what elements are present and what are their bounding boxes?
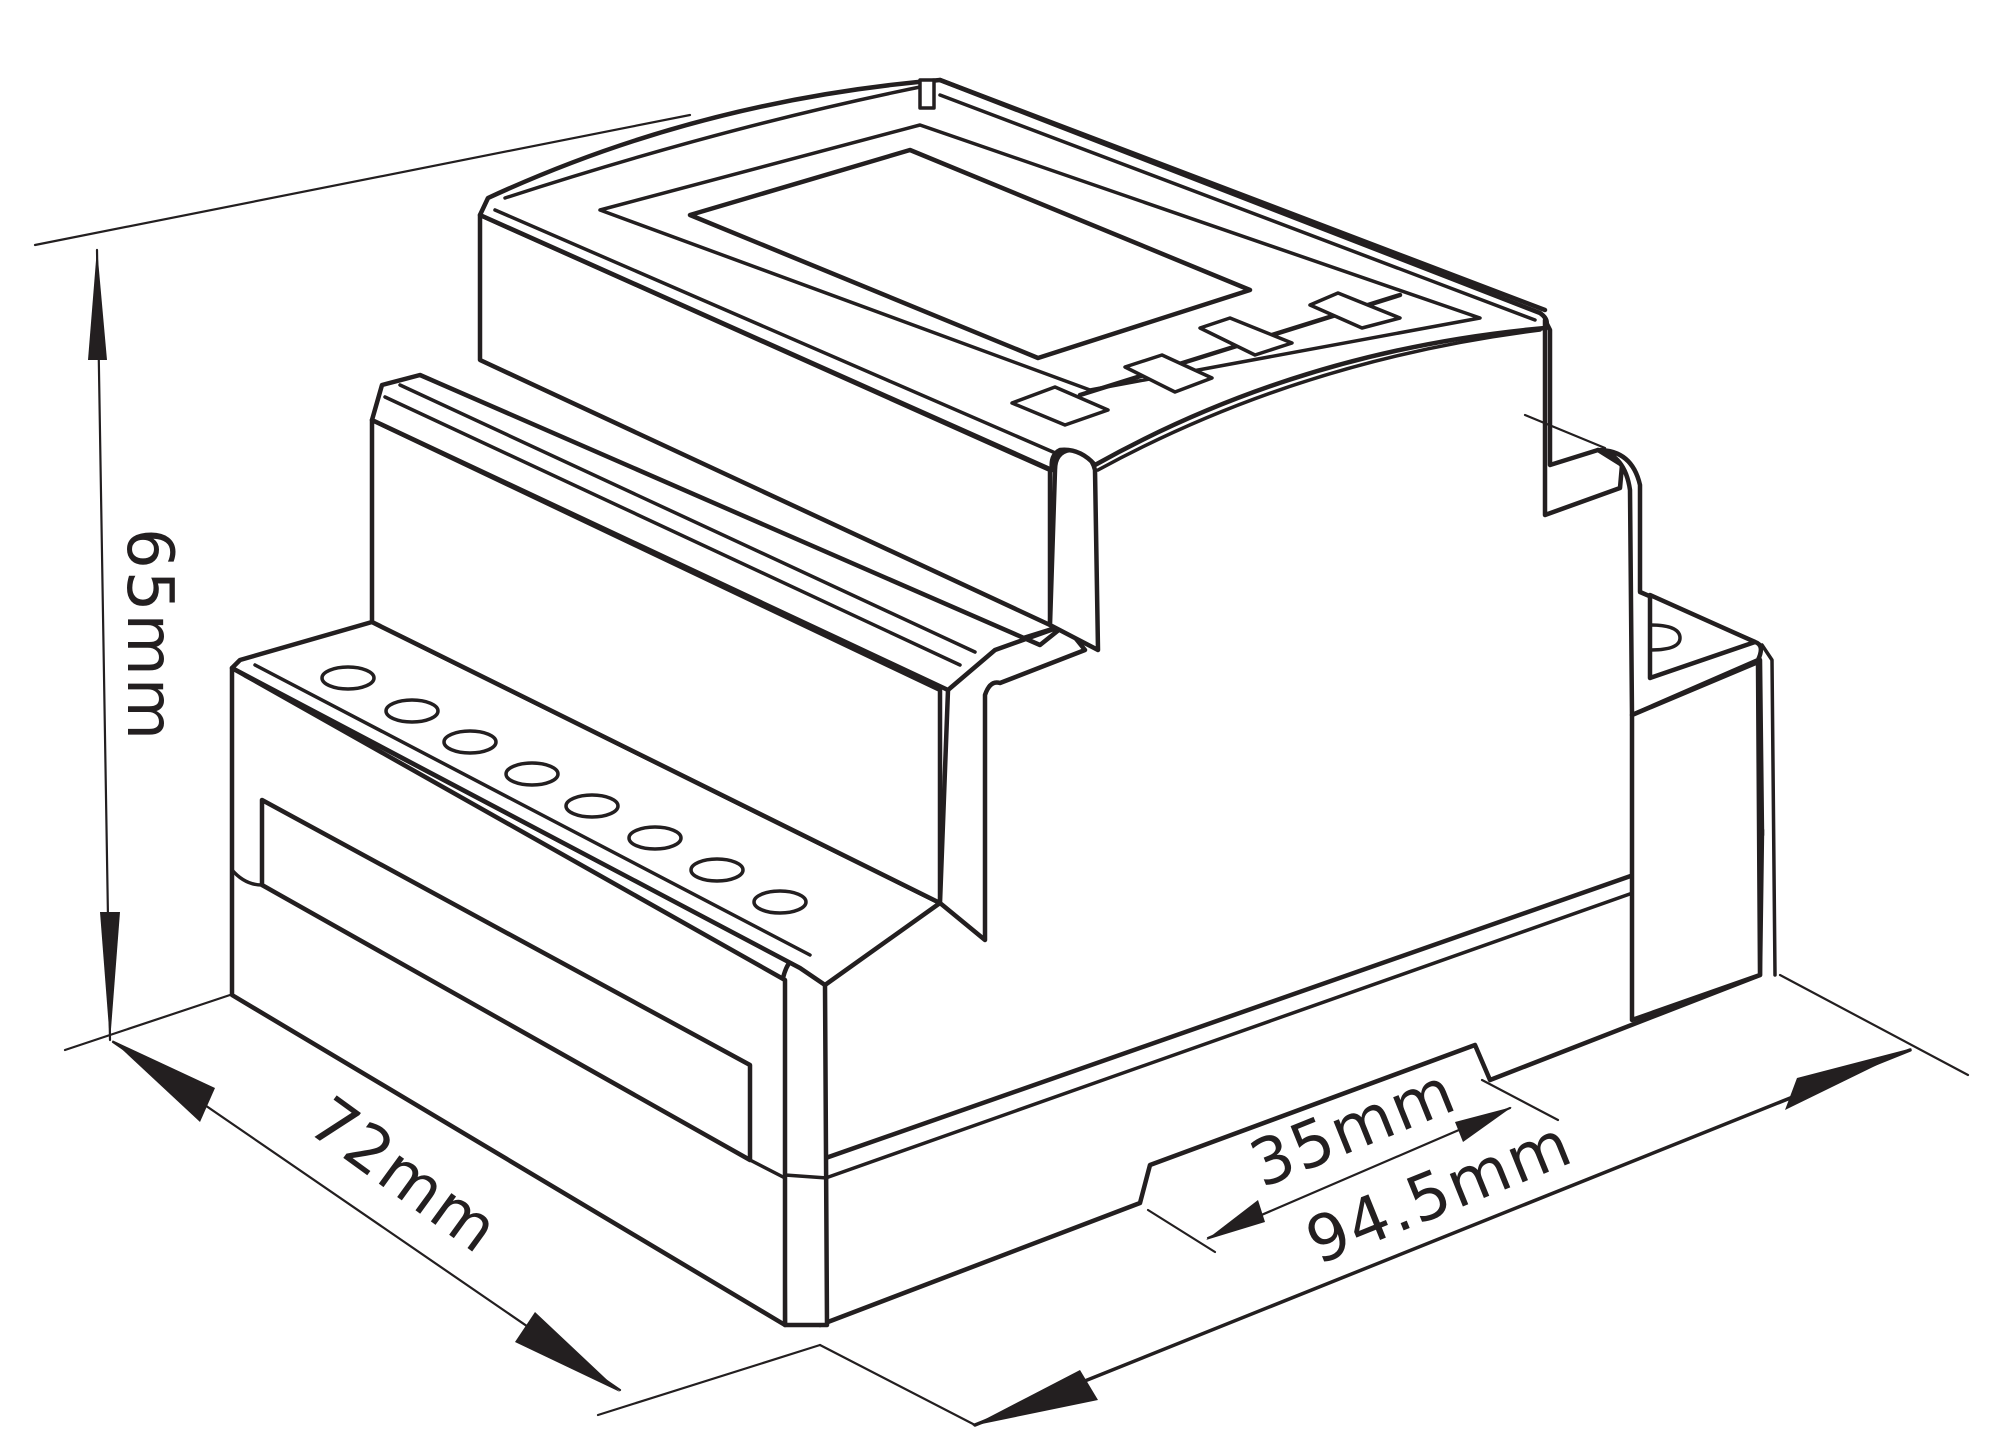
height-dimension-line: [95, 248, 112, 1042]
arrow-right-icon: [1785, 1048, 1912, 1110]
middle-step-rail-2: [398, 383, 977, 654]
top-face-front-curve: [1096, 328, 1542, 472]
arrow-right-icon: [515, 1312, 620, 1392]
front-corner-post: [780, 952, 830, 1328]
terminal-screws: [320, 665, 808, 915]
display-screen: [687, 147, 1253, 361]
rail-extension-left: [1146, 1208, 1217, 1254]
right-side-face: [1629, 659, 1763, 1023]
arrow-up-icon: [88, 248, 107, 360]
front-buttons: [1010, 291, 1403, 427]
height-extension-bottom: [63, 993, 232, 1052]
clip-extension: [1523, 413, 1607, 450]
button-4[interactable]: [1308, 291, 1402, 330]
width-extension-left: [596, 1343, 822, 1417]
lower-step-rail-2: [253, 663, 812, 957]
terminal-screw-icon: [564, 793, 620, 819]
button-1[interactable]: [1010, 385, 1110, 427]
top-face-back-edge: [937, 77, 1548, 313]
latch-tab-icon: [1648, 623, 1682, 652]
enclosure: [229, 77, 1777, 1328]
lower-front-notch: [230, 868, 264, 887]
top-face-back-rail: [938, 93, 1537, 322]
lower-step-rail-1: [243, 674, 802, 970]
rail-latch: [1647, 592, 1758, 681]
arrow-right-icon: [1455, 1107, 1512, 1142]
arrow-down-icon: [100, 912, 120, 1042]
top-face-front-rail: [493, 208, 1062, 457]
base-right-face: [817, 827, 1765, 1328]
terminal-screw-icon: [504, 761, 560, 787]
rail-clip-upper: [1542, 317, 1625, 518]
width-extension-right: [1778, 973, 1970, 1077]
top-face-back-curve: [503, 83, 932, 200]
height-extension-top: [33, 113, 692, 247]
middle-step-rail: [383, 395, 962, 667]
terminal-screw-icon: [752, 889, 808, 915]
upper-corner-post: [1047, 447, 1101, 653]
terminal-screw-icon: [689, 857, 745, 883]
base-seam-line: [818, 846, 1762, 1182]
post-seam: [783, 1173, 829, 1180]
width-dimension-line: [973, 1048, 1912, 1427]
arrow-left-icon: [1206, 1200, 1265, 1240]
lower-slot-edge: [748, 1158, 787, 1180]
terminal-screw-icon: [384, 698, 440, 724]
height-label: 65mm: [112, 528, 186, 742]
rail-extension-right: [1480, 1078, 1560, 1122]
arrow-left-icon: [112, 1040, 215, 1122]
terminal-screw-icon: [442, 729, 498, 755]
terminal-screw-icon: [320, 665, 376, 691]
right-edge-2: [1760, 643, 1777, 977]
button-3[interactable]: [1198, 316, 1294, 357]
middle-front-face: [369, 417, 943, 906]
arrow-left-icon: [972, 1370, 1098, 1426]
top-clip: [918, 78, 936, 110]
width-extension-left-2: [818, 1343, 977, 1427]
terminal-screw-icon: [627, 825, 683, 851]
button-2[interactable]: [1123, 353, 1214, 394]
height-dimension: 65mm: [33, 113, 692, 1052]
